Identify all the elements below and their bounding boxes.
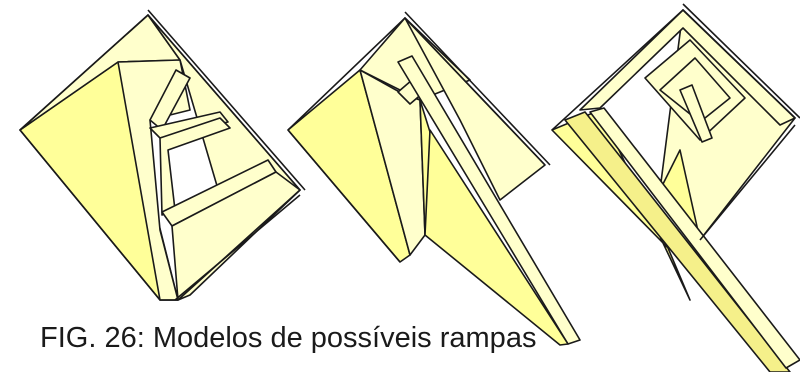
- spiral-ramp-long: [589, 107, 800, 369]
- spiral-ramp-pyramid: [551, 3, 800, 372]
- straight-ramp-pyramid: [287, 11, 581, 346]
- pyramid-outline: [19, 14, 301, 301]
- ramp-segment: [159, 117, 231, 216]
- zigzag-ramp-pyramid: [19, 9, 306, 301]
- ramp-shadow-face: [424, 129, 569, 346]
- pyramid-outline: [287, 17, 546, 166]
- pyramid-edge: [699, 124, 796, 241]
- ramp-segment: [679, 84, 713, 143]
- ramp-segment: [171, 171, 301, 301]
- straight-ramp: [397, 55, 581, 345]
- pyramid-edge: [147, 9, 306, 191]
- pyramid-apex: [659, 57, 731, 123]
- pyramid-outline: [551, 9, 796, 131]
- pyramid-left-shadow: [564, 111, 791, 372]
- ramp-segment: [149, 111, 229, 139]
- pyramid-edge: [404, 11, 551, 166]
- pyramid-edge: [174, 194, 301, 301]
- pyramid-edge: [682, 3, 800, 119]
- pyramid-edge: [287, 129, 401, 263]
- figure-caption: FIG. 26: Modelos de possíveis rampas: [40, 322, 537, 354]
